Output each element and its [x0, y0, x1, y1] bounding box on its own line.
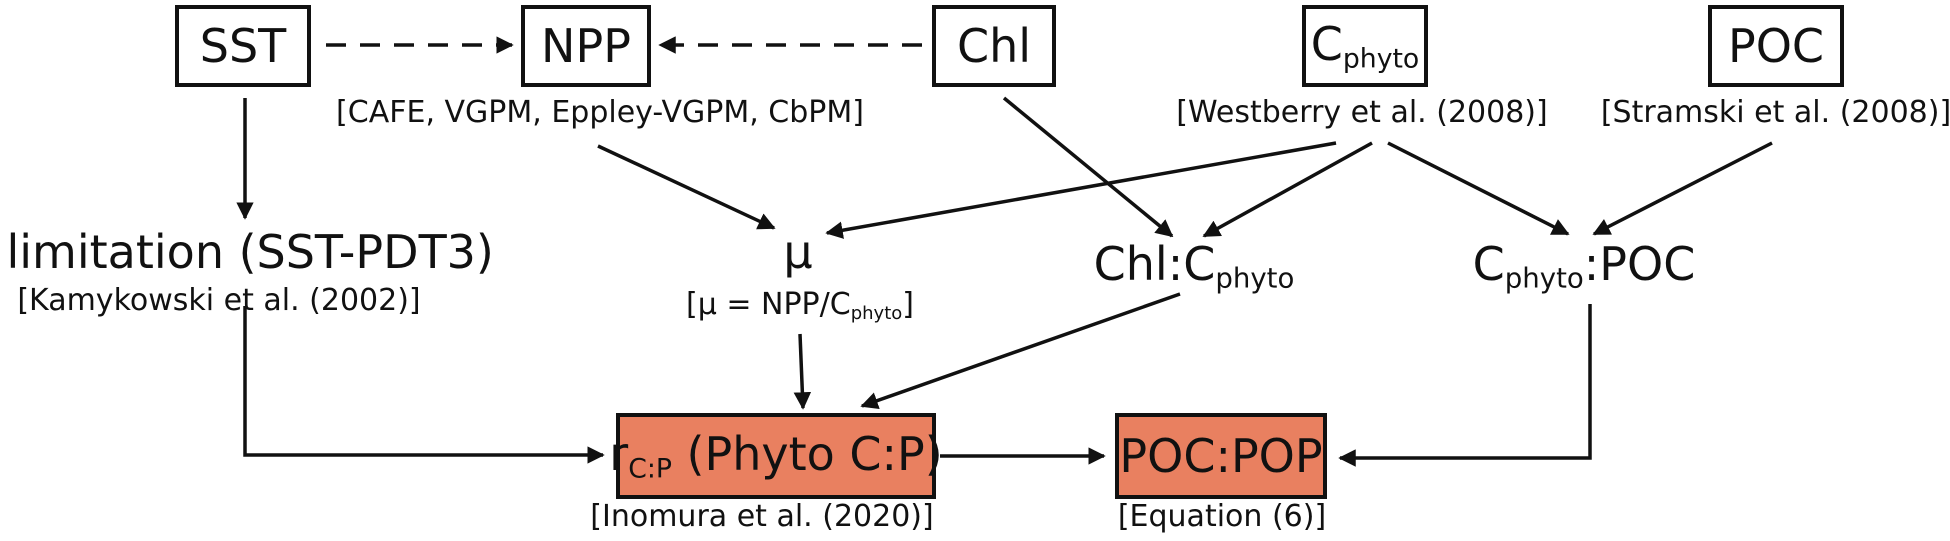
poc-citation: [Stramski et al. (2008)] [1600, 95, 1950, 130]
node-pocpop: POC:POP [1115, 413, 1327, 499]
edge-poc-to-c_poc [1592, 141, 1773, 236]
edge-cphyto-to-chl_c [1202, 141, 1373, 238]
node-sst-label: SST [199, 19, 287, 73]
plim-citation: [Kamykowski et al. (2002)] [17, 283, 421, 318]
edge-chl_c-to-rcp [860, 292, 1181, 410]
node-npp: NPP [521, 5, 651, 87]
node-chl: Chl [932, 5, 1056, 87]
node-poc: POC [1708, 5, 1844, 87]
node-npp-label: NPP [541, 19, 631, 73]
node-rcp-label: rC:P (Phyto C:P) [609, 427, 943, 485]
edge-cphyto-to-mu [825, 141, 1337, 239]
pocpop-citation: [Equation (6)] [1117, 499, 1327, 534]
npp-citation: [CAFE, VGPM, Eppley-VGPM, CbPM] [336, 95, 864, 130]
node-poc-label: POC [1727, 19, 1825, 73]
edge-c_poc-to-pocpop [1338, 304, 1592, 467]
node-sst: SST [175, 5, 311, 87]
edge-group [236, 36, 1773, 467]
node-rcp: rC:P (Phyto C:P) [609, 413, 943, 499]
edge-cphyto-to-c_poc [1387, 141, 1570, 236]
node-cphyto: Cphyto [1302, 5, 1428, 87]
mu-citation: [μ = NPP/Cphyto] [686, 287, 914, 325]
edge-plim-to-rcp [243, 306, 605, 464]
node-plim: P limitation (SST-PDT3) [0, 225, 494, 279]
rcp-citation: [Inomura et al. (2020)] [590, 499, 934, 534]
edge-npp-to-mu [597, 144, 776, 230]
node-chl-cphyto: Chl:Cphyto [1093, 237, 1295, 295]
node-cphyto-label: Cphyto [1310, 17, 1420, 75]
node-mu: μ [783, 225, 813, 279]
edge-chl-to-chl_c [1002, 96, 1174, 238]
cphyto-citation: [Westberry et al. (2008)] [1176, 95, 1548, 130]
node-chl-label: Chl [956, 19, 1032, 73]
edge-mu-to-rcp [793, 333, 812, 410]
node-pocpop-label: POC:POP [1119, 429, 1323, 483]
node-cphyto-poc: Cphyto:POC [1472, 237, 1696, 295]
